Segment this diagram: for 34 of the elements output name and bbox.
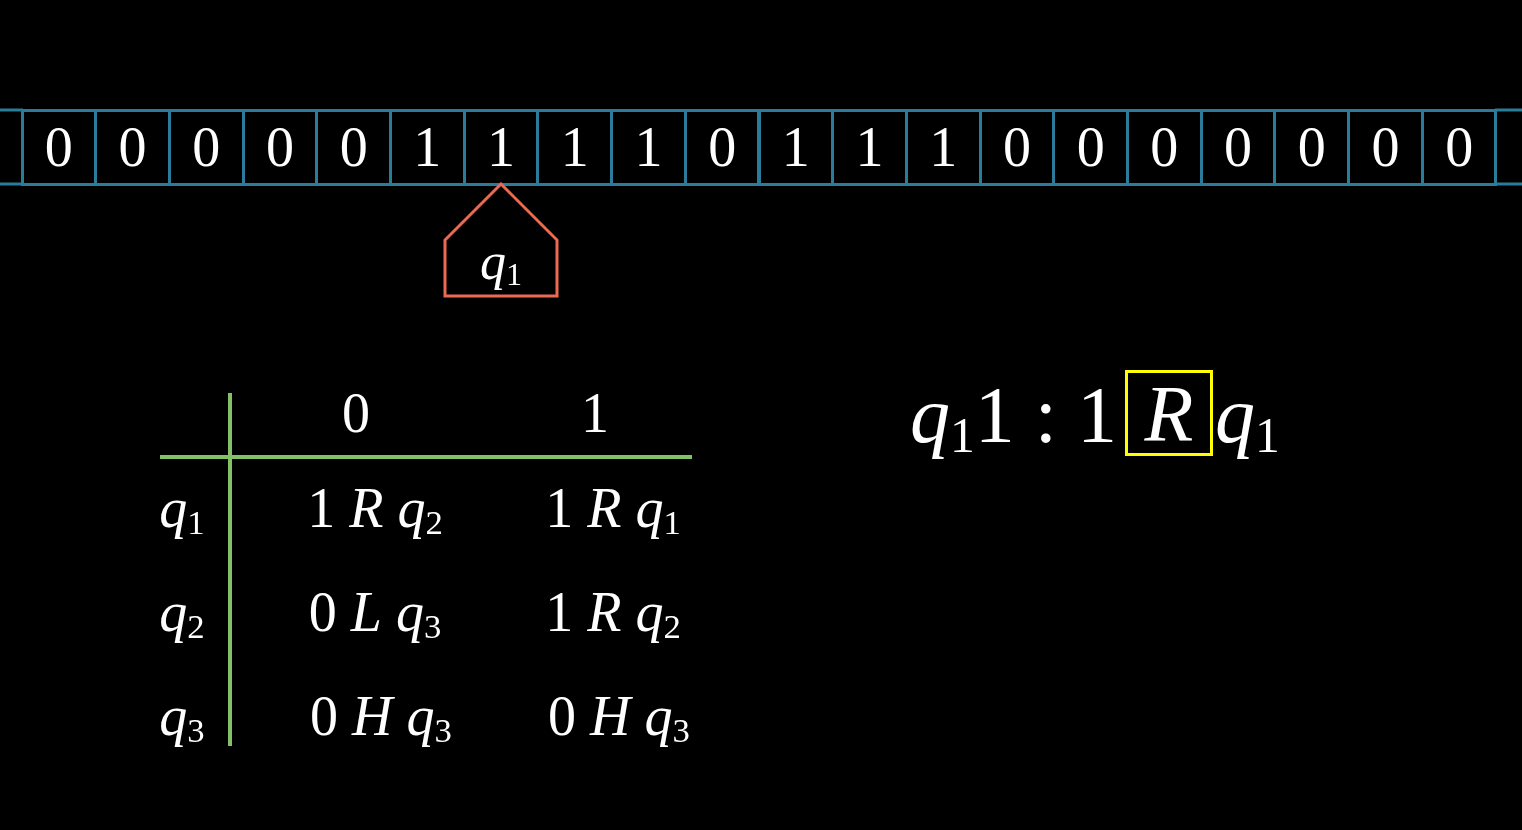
state-label: q$_{1}$	[479, 236, 523, 288]
tape-symbol: 0	[339, 119, 368, 175]
tape-symbol: 0	[265, 119, 294, 175]
column-header: 1	[581, 385, 609, 441]
tape-symbol: 0	[1297, 119, 1326, 175]
tape-cell	[1126, 108, 1203, 186]
move-symbol: R	[1144, 374, 1194, 454]
tape-cell	[389, 108, 466, 186]
tape-symbol: 0	[1002, 119, 1031, 175]
head-pentagon	[443, 182, 559, 298]
tape-symbol: 0	[708, 119, 737, 175]
tape-symbol: 0	[1371, 119, 1400, 175]
tape-symbol: 0	[192, 119, 221, 175]
tape-symbol: 0	[1224, 119, 1253, 175]
tape-symbol: 0	[1150, 119, 1179, 175]
tape-symbol: 1	[855, 119, 884, 175]
tape-symbol: 0	[44, 119, 73, 175]
tape-symbol: 1	[929, 119, 958, 175]
tape-symbol: 1	[487, 119, 516, 175]
tape-symbol: 1	[634, 119, 663, 175]
tape-symbol: 0	[1076, 119, 1105, 175]
highlight-box	[1125, 370, 1213, 456]
tape-cell	[94, 108, 171, 186]
tape-symbol: 1	[781, 119, 810, 175]
column-header: 0	[342, 385, 370, 441]
tape-cell	[315, 108, 392, 186]
tape-symbol: 0	[118, 119, 147, 175]
tape-symbol: 1	[560, 119, 589, 175]
tape-symbol: 0	[1445, 119, 1474, 175]
tape-symbol: 1	[413, 119, 442, 175]
tape-cell	[1347, 108, 1424, 186]
tape-cell	[1052, 108, 1129, 186]
tape-cell	[831, 108, 908, 186]
tape-cell	[610, 108, 687, 186]
